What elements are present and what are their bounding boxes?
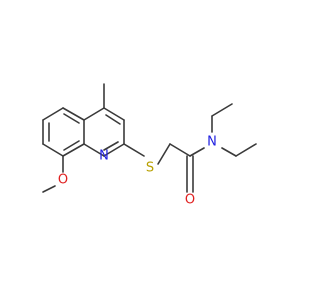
bond [221, 147, 237, 157]
bond [62, 143, 85, 157]
amide-nitrogen-label: N [207, 135, 217, 150]
bond [169, 143, 191, 157]
bond [123, 143, 145, 157]
bond [63, 140, 80, 151]
carbonyl-oxygen-label: O [185, 193, 195, 208]
atom-labels: S N N O O [58, 135, 217, 208]
bond [62, 107, 85, 121]
ring-nitrogen-label: N [99, 149, 109, 164]
sulfur-label: S [146, 161, 154, 176]
structure-diagram: S N N O O [42, 83, 257, 208]
bonds [42, 83, 257, 193]
bond [42, 185, 56, 193]
bond [103, 143, 125, 157]
bond [157, 143, 171, 165]
bond [42, 107, 64, 121]
bond [211, 103, 233, 117]
bond [83, 143, 105, 157]
bond [235, 143, 257, 157]
bond [83, 107, 105, 121]
bond [103, 107, 125, 121]
bond [63, 113, 80, 124]
bond [105, 114, 121, 125]
bond [103, 141, 119, 151]
methoxy-oxygen-label: O [58, 173, 68, 188]
bond [189, 147, 205, 157]
bond [42, 143, 64, 157]
molecule-drawing: S N N O O [42, 83, 257, 208]
